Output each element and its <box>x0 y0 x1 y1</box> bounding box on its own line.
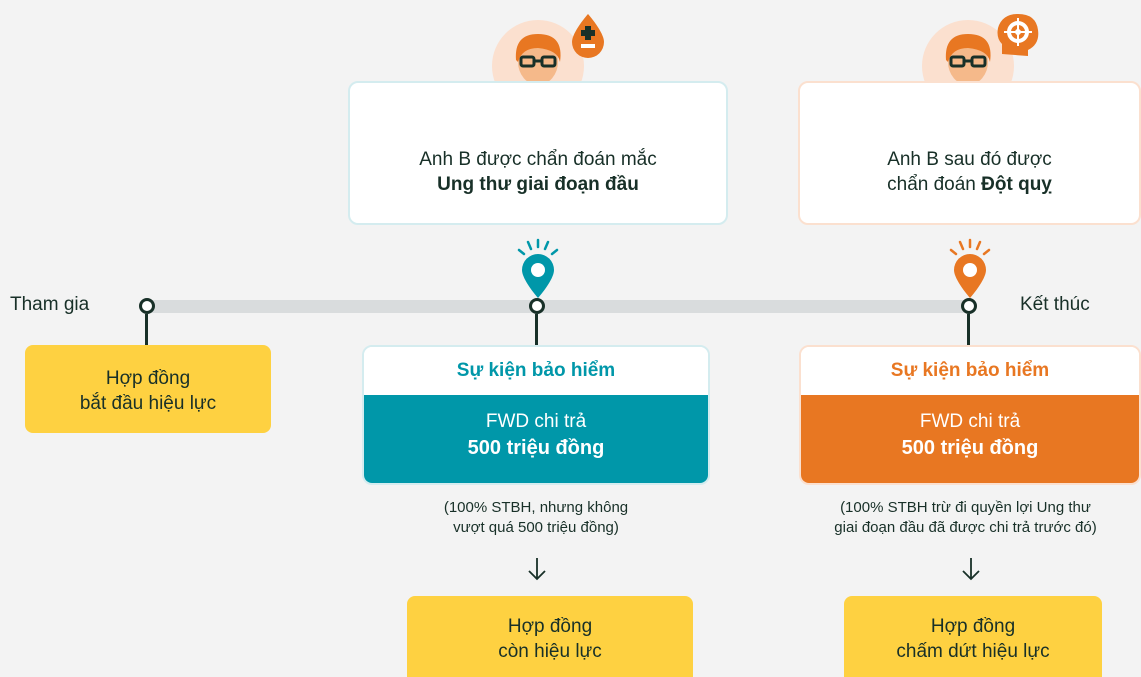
timeline-stem <box>145 314 148 346</box>
timeline-node-event2 <box>961 298 977 314</box>
timeline-end-label: Kết thúc <box>1020 294 1090 315</box>
insured-event-card-2: Sự kiện bảo hiểm FWD chi trả 500 triệu đ… <box>799 345 1141 485</box>
timeline-stem <box>967 314 970 346</box>
event-card-text: Anh B được chẩn đoán mắc <box>419 149 657 170</box>
contract-result-line1: Hợp đồng <box>507 616 593 637</box>
insured-event-title: Sự kiện bảo hiểm <box>801 347 1139 395</box>
location-pin-icon <box>949 238 991 298</box>
event-card-cancer: Anh B được chẩn đoán mắc Ung thư giai đo… <box>348 81 728 225</box>
insured-event-card-1: Sự kiện bảo hiểm FWD chi trả 500 triệu đ… <box>362 345 710 485</box>
event-card-text-prefix: chẩn đoán <box>887 174 982 195</box>
event-card-diagnosis: Đột quỵ <box>981 174 1052 195</box>
brain-target-icon <box>997 14 1039 56</box>
note-line: giai đoạn đầu đã được chi trả trước đó) <box>834 519 1097 536</box>
contract-result-box-2: Hợp đồng chấm dứt hiệu lực <box>844 596 1102 677</box>
contract-start-box: Hợp đồng bắt đầu hiệu lực <box>25 345 271 433</box>
payout-panel: FWD chi trả 500 triệu đồng <box>364 395 708 483</box>
event-card-text: Anh B sau đó được <box>887 149 1052 170</box>
timeline-start-label: Tham gia <box>10 294 90 315</box>
timeline-node-start <box>139 298 155 314</box>
arrow-down-icon <box>528 558 546 581</box>
timeline-stem <box>535 314 538 346</box>
note-line: (100% STBH trừ đi quyền lợi Ung thư <box>840 499 1091 516</box>
note-line: (100% STBH, nhưng không <box>443 499 629 516</box>
payout-panel: FWD chi trả 500 triệu đồng <box>801 395 1139 483</box>
timeline-bar <box>148 300 972 313</box>
event-card-diagnosis-line: chẩn đoán Đột quỵ <box>800 172 1139 197</box>
insured-event-title: Sự kiện bảo hiểm <box>364 347 708 395</box>
payout-label: FWD chi trả <box>919 411 1021 432</box>
event-card-stroke: Anh B sau đó được chẩn đoán Đột quỵ <box>798 81 1141 225</box>
payout-label: FWD chi trả <box>485 411 587 432</box>
timeline-node-event1 <box>529 298 545 314</box>
contract-result-line2: còn hiệu lực <box>498 641 602 662</box>
payout-note-1: (100% STBH, nhưng không vượt quá 500 tri… <box>362 498 710 538</box>
location-pin-icon <box>517 238 559 298</box>
contract-result-line2: chấm dứt hiệu lực <box>896 641 1050 662</box>
contract-result-box-1: Hợp đồng còn hiệu lực <box>407 596 693 677</box>
arrow-down-icon <box>962 558 980 581</box>
payout-amount: 500 triệu đồng <box>467 437 605 459</box>
cancer-drop-icon <box>572 14 604 58</box>
contract-result-line1: Hợp đồng <box>930 616 1016 637</box>
contract-start-line1: Hợp đồng <box>105 368 191 389</box>
payout-note-2: (100% STBH trừ đi quyền lợi Ung thư giai… <box>790 498 1141 538</box>
contract-start-line2: bắt đầu hiệu lực <box>79 393 217 414</box>
payout-amount: 500 triệu đồng <box>901 437 1039 459</box>
event-card-diagnosis: Ung thư giai đoạn đầu <box>437 174 639 195</box>
note-line: vượt quá 500 triệu đồng) <box>453 519 619 536</box>
